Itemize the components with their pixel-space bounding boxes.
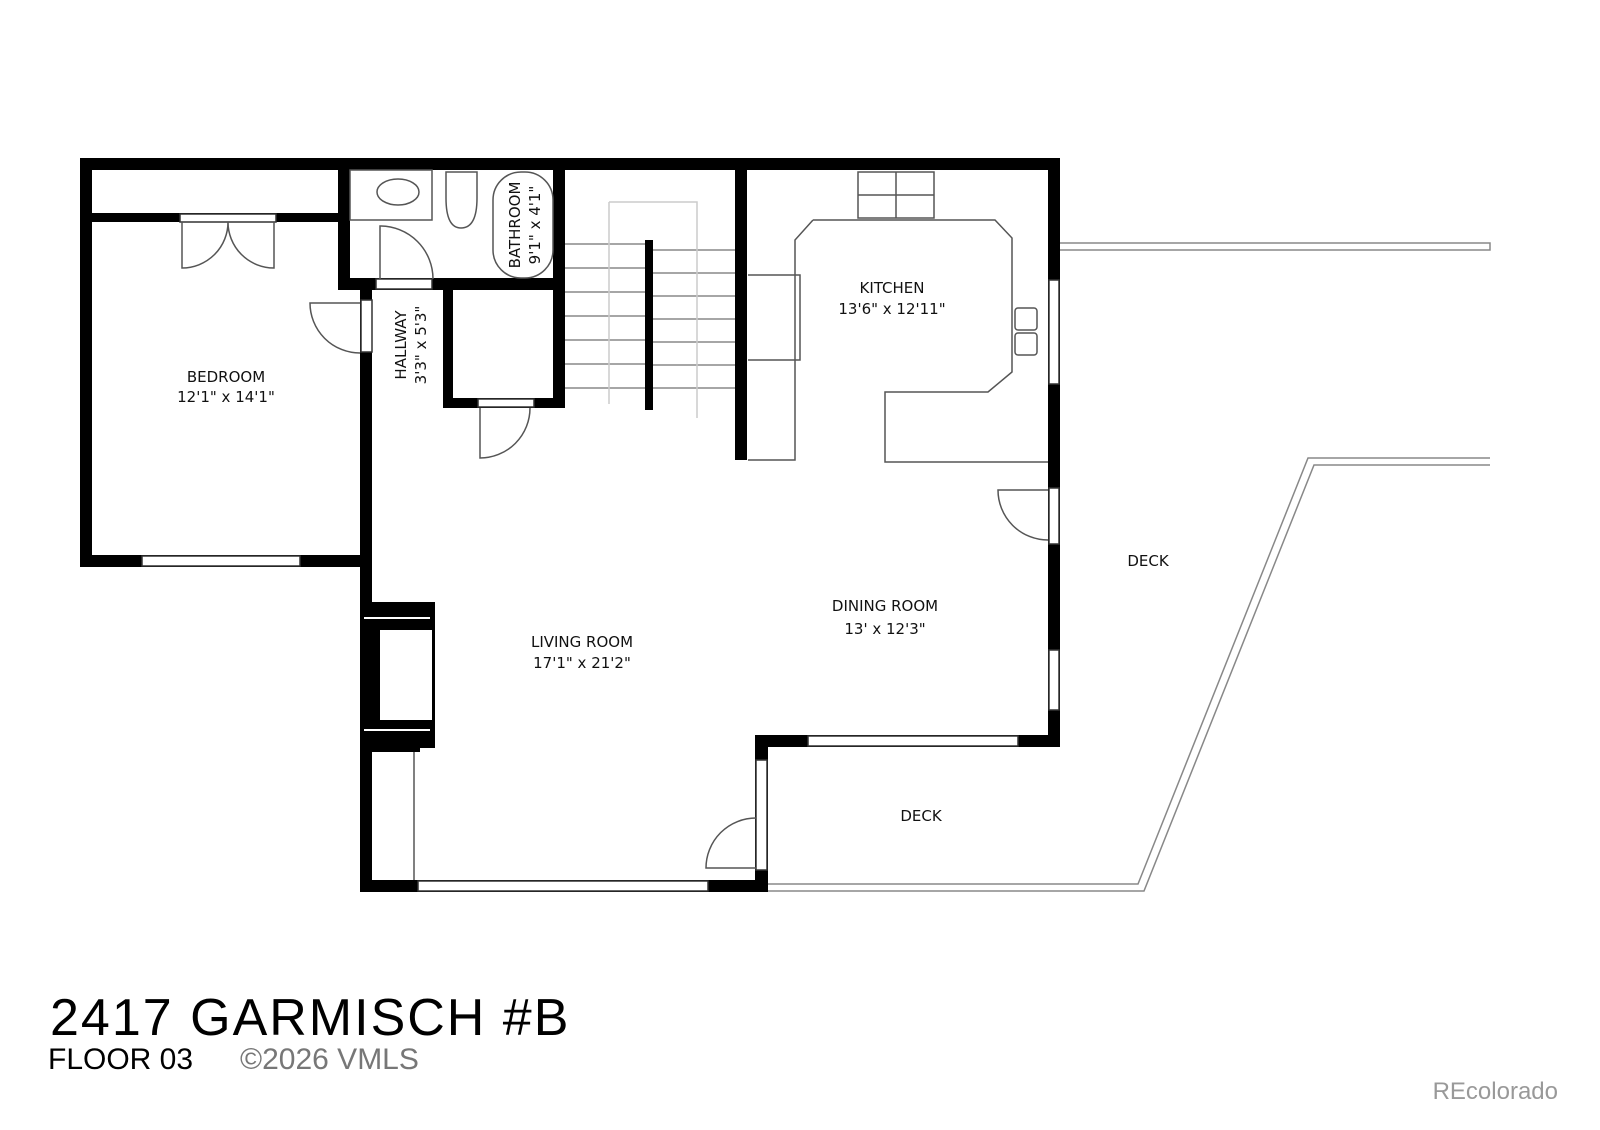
living-room-label: LIVING ROOM [531,633,633,651]
deck-upper-label: DECK [1127,552,1170,570]
dining-room-size: 13' x 12'3" [844,620,925,638]
fixtures [349,169,1048,880]
kitchen-size: 13'6" x 12'11" [838,300,945,318]
copyright-watermark: ©2026 VMLS [240,1043,419,1076]
windows [141,213,1060,892]
bathroom-label: BATHROOM [506,182,524,269]
deck-outline [768,242,1491,892]
deck-lower-label: DECK [900,807,943,825]
fireplace [360,602,435,748]
kitchen-counter [748,219,1048,463]
doors [181,221,1049,869]
hallway-size: 3'3" x 5'3" [412,306,430,385]
bedroom-label: BEDROOM [187,368,265,386]
bathtub-icon [492,171,554,279]
vanity-counter [349,169,433,221]
floor-label: FLOOR 03 [48,1043,194,1076]
kitchen-label: KITCHEN [860,279,925,297]
brand-watermark: REcolorado [1432,1078,1558,1105]
toilet-icon [445,171,478,229]
living-room-size: 17'1" x 21'2" [533,654,631,672]
kitchen-sink-icon [1014,307,1038,331]
bathroom-size: 9'1" x 4'1" [526,186,544,265]
property-title: 2417 GARMISCH #B [50,989,571,1047]
room-labels: BEDROOM 12'1" x 14'1" BATHROOM 9'1" x 4'… [177,182,1170,825]
hallway-label: HALLWAY [392,310,410,380]
bedroom-size: 12'1" x 14'1" [177,388,275,406]
sink-icon [376,178,420,206]
dining-room-label: DINING ROOM [832,597,938,615]
stairs [565,201,735,418]
